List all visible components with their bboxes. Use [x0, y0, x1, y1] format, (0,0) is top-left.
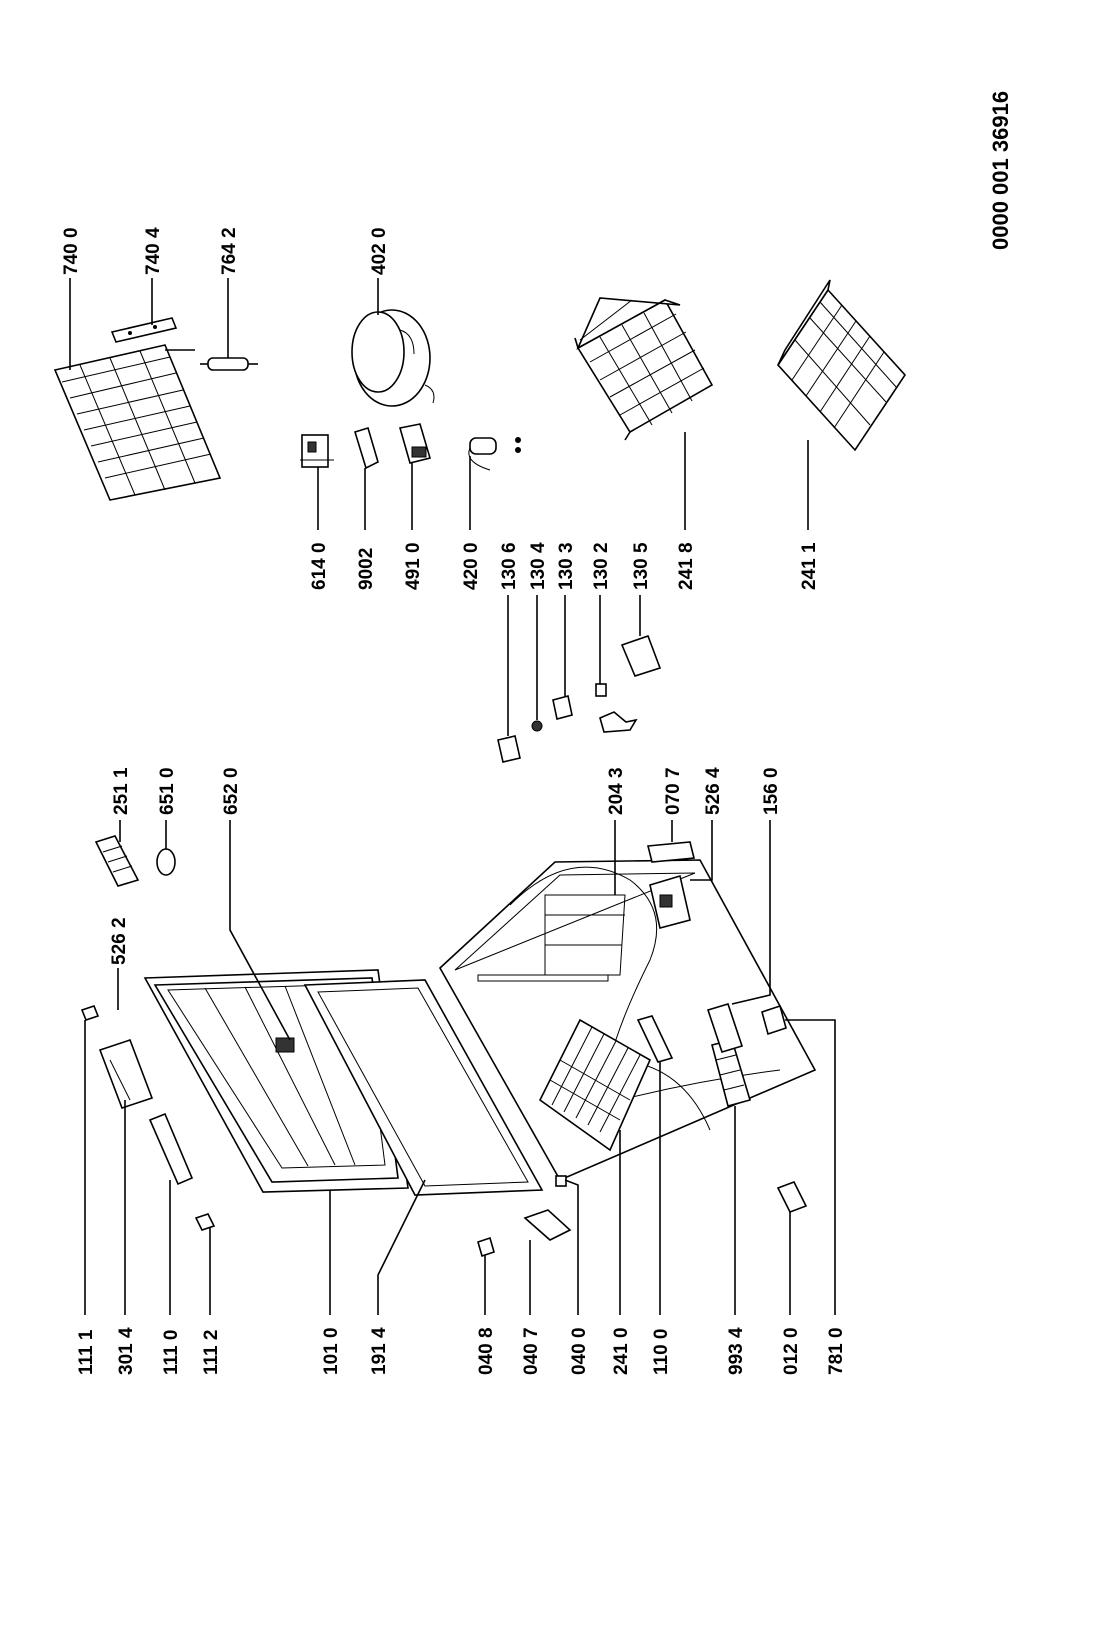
label-1302: 130 2: [591, 542, 612, 590]
label-5262: 526 2: [109, 917, 130, 965]
label-2511: 251 1: [111, 767, 132, 815]
label-1100: 110 0: [651, 1329, 672, 1376]
hinge-part-1306: [497, 735, 521, 763]
drain-plug-0400: [555, 1175, 567, 1187]
hinge-part-1303: [552, 695, 573, 720]
label-0407: 040 7: [521, 1327, 542, 1375]
label-0408: 040 8: [476, 1327, 497, 1375]
label-0120: 012 0: [781, 1327, 802, 1375]
label-6510: 651 0: [157, 767, 178, 815]
label-9002: 9002: [356, 548, 377, 590]
label-7404: 740 4: [143, 227, 164, 275]
label-5264: 526 4: [703, 767, 724, 815]
thermostat-bracket: [354, 426, 379, 470]
label-4020: 402 0: [369, 227, 390, 275]
thermostat: [300, 434, 334, 468]
interior-wire-basket: [538, 1018, 652, 1152]
clip-0120: [776, 1180, 808, 1214]
label-0707: 070 7: [663, 767, 684, 815]
label-7400: 740 0: [61, 227, 82, 275]
label-7810: 781 0: [826, 1327, 847, 1375]
compressor: [351, 309, 435, 407]
label-2410: 241 0: [611, 1327, 632, 1375]
document-number: 0000 001 36916: [988, 91, 1013, 250]
label-1560: 156 0: [761, 767, 782, 815]
condenser-coil: [53, 344, 222, 501]
label-6140: 614 0: [309, 542, 330, 590]
freezer-cabinet: [438, 859, 817, 1182]
label-1305: 130 5: [631, 542, 652, 590]
hinge-cover-1305: [620, 634, 662, 677]
label-6520: 652 0: [221, 767, 242, 815]
label-2043: 204 3: [606, 767, 627, 815]
lamp-6510: [156, 848, 176, 876]
hinge-1112: [194, 1213, 216, 1231]
label-1111: 111 1: [76, 1329, 97, 1375]
relay-box: [398, 423, 432, 464]
label-1303: 130 3: [556, 542, 577, 590]
label-2418: 241 8: [676, 542, 697, 590]
lid-gasket: [303, 979, 544, 1196]
drier-filter: [200, 357, 258, 371]
label-4910: 491 0: [403, 542, 424, 590]
lock-2511: [94, 835, 140, 887]
label-1110: 111 0: [161, 1330, 182, 1375]
vent-grille-1560: [706, 1003, 744, 1053]
label-1306: 130 6: [499, 542, 520, 590]
leader-lines: [69, 278, 836, 1315]
screw-1304: [531, 720, 543, 732]
label-1112: 111 2: [201, 1330, 222, 1375]
hinge-plate-3014: [98, 1038, 154, 1110]
hinge-spring-1302: [595, 683, 638, 733]
upper-wire-basket: [574, 297, 714, 441]
hinge-bracket-7810: [761, 1004, 787, 1036]
part-labels: 111 1 301 4 111 0 111 2 101 0 191 4 040 …: [61, 91, 1013, 1375]
capacitor: [468, 437, 521, 471]
hinge-1111: [80, 1005, 100, 1021]
label-1914: 191 4: [369, 1327, 390, 1375]
handle-1110: [148, 1112, 194, 1186]
condenser-bracket: [110, 317, 178, 343]
clip-0408: [477, 1236, 495, 1258]
label-7642: 764 2: [219, 227, 240, 275]
divider-1100: [636, 1015, 674, 1063]
thermostat-housing-5264: [649, 874, 691, 929]
label-1304: 130 4: [528, 542, 549, 590]
label-0707: [646, 841, 696, 863]
label-9934: 993 4: [726, 1327, 747, 1375]
lower-wire-basket: [776, 279, 907, 452]
label-0400: 040 0: [569, 1327, 590, 1375]
leveling-foot-0407: [523, 1209, 572, 1241]
label-3014: 301 4: [116, 1327, 137, 1375]
label-2411: 241 1: [799, 542, 820, 590]
label-1010: 101 0: [321, 1327, 342, 1375]
label-4200: 420 0: [461, 542, 482, 590]
